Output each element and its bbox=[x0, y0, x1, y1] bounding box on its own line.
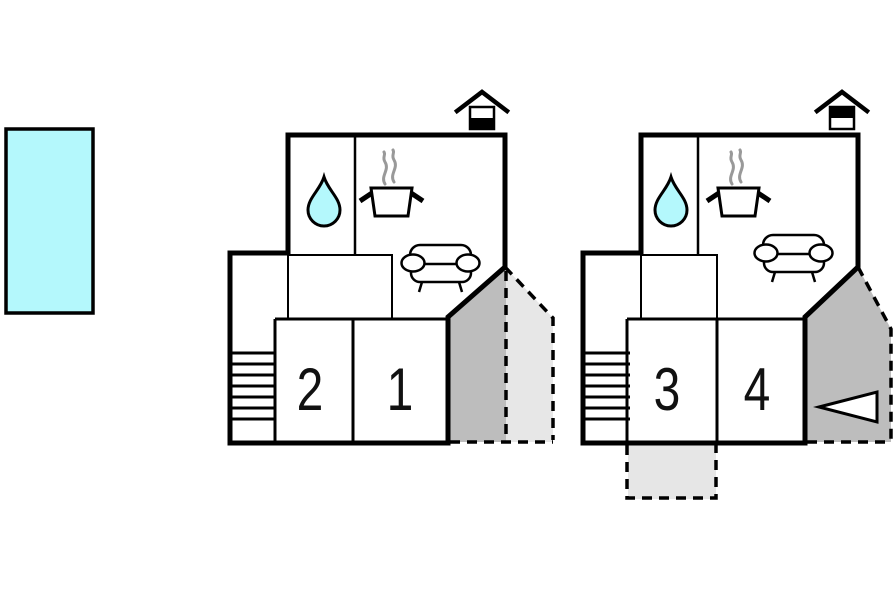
room-number: 1 bbox=[387, 356, 414, 423]
swimming-pool bbox=[4, 127, 95, 315]
terrace-dashed-outline bbox=[450, 265, 555, 444]
room-number: 4 bbox=[744, 356, 771, 423]
room-number: 3 bbox=[654, 356, 681, 423]
stairs-icon bbox=[582, 351, 632, 421]
floorplan-unit-b: 3 4 bbox=[580, 89, 893, 500]
porch-dashed-outline bbox=[625, 445, 718, 500]
stairs-icon bbox=[228, 351, 278, 421]
entrance-porch bbox=[628, 443, 716, 499]
interior-walls bbox=[273, 135, 448, 443]
house-outline bbox=[580, 132, 861, 446]
floorplan-unit-a: 2 1 bbox=[227, 89, 555, 446]
terrace-dashed-outline bbox=[807, 266, 893, 444]
room-number: 2 bbox=[297, 356, 324, 423]
entrance-arrow-icon bbox=[813, 390, 879, 424]
chimney-icon bbox=[453, 89, 511, 131]
house-outline bbox=[227, 132, 508, 446]
terrace-open bbox=[505, 267, 553, 442]
chimney-icon bbox=[813, 89, 871, 131]
interior-walls bbox=[625, 135, 805, 443]
terrace-covered bbox=[448, 267, 506, 442]
